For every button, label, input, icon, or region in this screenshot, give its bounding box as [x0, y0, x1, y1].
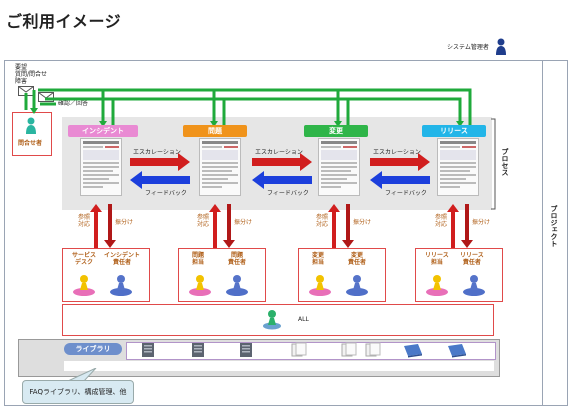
role-label-release-left: リリース 担当: [425, 252, 449, 266]
all-label: ALL: [298, 316, 309, 323]
library-items-strip: [126, 342, 496, 360]
inquiry-type-fault: 障害: [15, 78, 28, 85]
book-icon-2: [448, 344, 466, 358]
server-icon-1: [142, 343, 154, 357]
process-bracket: [491, 118, 496, 210]
library-row-2: [64, 361, 494, 371]
admin-person-icon: [496, 38, 506, 55]
assign-label-2: 振分け: [234, 219, 253, 226]
role-label-problem-right: 問題 責任者: [228, 252, 247, 266]
phase-incident: インシデント: [68, 125, 138, 137]
escalation-arrow-1: [130, 153, 190, 171]
incident-screen-thumbnail: [80, 138, 122, 196]
library-item-icons: [142, 342, 466, 358]
feedback-label-2: フィードバック: [267, 190, 309, 197]
page-title: ご利用イメージ: [6, 12, 122, 31]
change-screen-thumbnail: [318, 138, 360, 196]
feedback-arrow-3: [370, 171, 430, 189]
feedback-label-3: フィードバック: [385, 190, 427, 197]
release-screen-thumbnail: [437, 138, 479, 196]
feedback-arrow-2: [252, 171, 312, 189]
inquiry-type-request: 要望: [15, 64, 28, 71]
feedback-arrow-1: [130, 171, 190, 189]
inquirer-label: 問合せ者: [18, 140, 43, 147]
document-icon-3: [365, 342, 381, 357]
server-icon-3: [240, 343, 252, 357]
role-label-incident-right: インシデント 責任者: [104, 252, 141, 266]
all-users-box: [62, 304, 494, 336]
document-icon-1: [291, 342, 307, 357]
admin-label: システム管理者: [447, 44, 489, 51]
all-users-figure: [263, 310, 281, 330]
server-icon-2: [192, 343, 204, 357]
feedback-label-1: フィードバック: [145, 190, 187, 197]
library-callout: FAQライブラリ、構成管理、他: [22, 380, 134, 404]
respond-label-4: 参照 対応: [435, 214, 448, 228]
confirm-answer-label: 確認／回答: [58, 100, 89, 107]
library-label: ライブラリ: [64, 343, 122, 355]
phase-problem: 問題: [183, 125, 247, 137]
respond-label-3: 参照 対応: [316, 214, 329, 228]
role-label-problem-left: 問題 担当: [192, 252, 205, 266]
escalation-label-2: エスカレーション: [255, 149, 303, 156]
assign-label-4: 振分け: [472, 219, 491, 226]
assign-label-1: 振分け: [115, 219, 134, 226]
escalation-label-1: エスカレーション: [133, 149, 181, 156]
escalation-arrow-3: [370, 153, 430, 171]
role-label-release-right: リリース 責任者: [460, 252, 484, 266]
escalation-arrow-2: [252, 153, 312, 171]
phase-change: 変更: [304, 125, 368, 137]
problem-screen-thumbnail: [199, 138, 241, 196]
inquiry-type-question: 質問/問合せ: [15, 71, 48, 78]
respond-label-1: 参照 対応: [78, 214, 91, 228]
project-sidebar: [542, 60, 568, 406]
escalation-label-3: エスカレーション: [373, 149, 421, 156]
project-label: プロジェクト: [550, 205, 558, 247]
document-icon-2: [341, 342, 357, 357]
inquirer-person-icon: [26, 117, 36, 134]
book-icon-1: [404, 344, 422, 358]
assign-label-3: 振分け: [353, 219, 372, 226]
role-label-change-left: 変更 担当: [312, 252, 325, 266]
phase-release: リリース: [422, 125, 486, 137]
role-label-incident-left: サービス デスク: [72, 252, 97, 266]
respond-label-2: 参照 対応: [197, 214, 210, 228]
role-label-change-right: 変更 責任者: [348, 252, 367, 266]
process-label: プロセス: [501, 148, 509, 176]
